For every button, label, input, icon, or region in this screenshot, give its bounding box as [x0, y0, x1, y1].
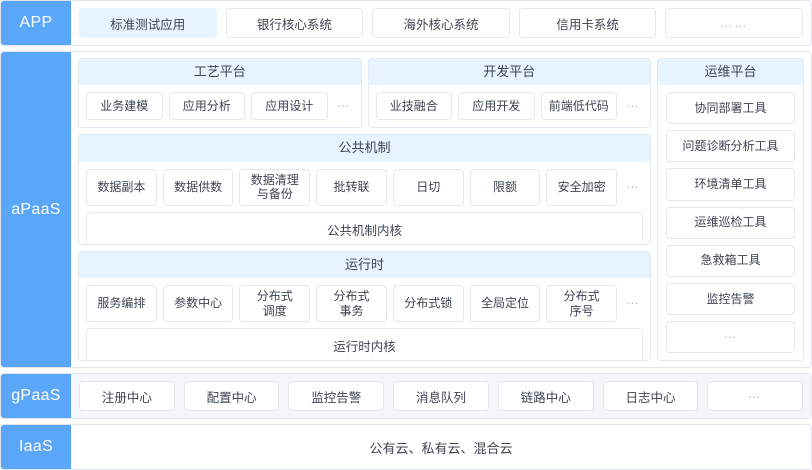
common-item-security-encryption[interactable]: 安全加密	[546, 168, 618, 206]
app-item-credit-card[interactable]: 信用卡系统	[518, 8, 657, 38]
iaas-cloud-types-text: 公有云、私有云、混合云	[369, 440, 513, 456]
common-item-quota[interactable]: 限额	[469, 168, 541, 206]
ops-item-problem-diagnosis-tool[interactable]: 问题诊断分析工具	[666, 130, 795, 163]
runtime-chip-line: 服务编排 参数中心 分布式 调度 分布式 事务 分布式锁 全局定位 分布式 序号…	[86, 284, 644, 323]
panel-body-dev-platform: 业技融合 应用开发 前端低代码 ⋯	[369, 85, 651, 127]
apaas-columns: 工艺平台 业务建模 应用分析 应用设计 ⋯ 开发平台 业技融合	[78, 58, 804, 362]
panel-runtime: 运行时 服务编排 参数中心 分布式 调度 分布式 事务 分布式锁 全局定位 分布…	[78, 250, 651, 362]
panel-ops-platform: 运维平台 协同部署工具 问题诊断分析工具 环境清单工具 运维巡检工具 急救箱工具…	[657, 58, 804, 361]
runtime-item-parameter-center[interactable]: 参数中心	[162, 284, 234, 323]
tier-label-iaas: IaaS	[1, 425, 71, 469]
gpaas-item-log-center[interactable]: 日志中心	[602, 381, 699, 411]
panel-body-craft-platform: 业务建模 应用分析 应用设计 ⋯	[79, 85, 361, 127]
panel-craft-platform: 工艺平台 业务建模 应用分析 应用设计 ⋯	[78, 58, 362, 129]
common-mechanism-chip-line: 数据副本 数据供数 数据清理 与备份 批转联 日切 限额 安全加密 ⋯	[86, 168, 644, 206]
tier-app: APP 标准测试应用 银行核心系统 海外核心系统 信用卡系统 ……	[0, 0, 812, 46]
tier-body-gpaas: 注册中心 配置中心 监控告警 消息队列 链路中心 日志中心 ⋯	[71, 374, 811, 418]
ops-item-first-aid-kit-tool[interactable]: 急救箱工具	[666, 244, 795, 277]
runtime-item-global-positioning[interactable]: 全局定位	[469, 284, 541, 323]
panel-body-common-mechanism: 数据副本 数据供数 数据清理 与备份 批转联 日切 限额 安全加密 ⋯ 公共机制…	[79, 162, 650, 244]
app-item-bank-core[interactable]: 银行核心系统	[225, 8, 364, 38]
app-item-more[interactable]: ……	[665, 8, 803, 38]
tier-body-apaas: 工艺平台 业务建模 应用分析 应用设计 ⋯ 开发平台 业技融合	[71, 52, 811, 367]
craft-item-app-design[interactable]: 应用设计	[251, 92, 328, 121]
ops-item-environment-inventory-tool[interactable]: 环境清单工具	[666, 168, 795, 201]
panel-dev-platform: 开发平台 业技融合 应用开发 前端低代码 ⋯	[367, 58, 651, 129]
ops-item-collaborative-deploy-tool[interactable]: 协同部署工具	[666, 92, 795, 125]
runtime-item-service-orchestration[interactable]: 服务编排	[86, 284, 157, 323]
platform-row-top: 工艺平台 业务建模 应用分析 应用设计 ⋯ 开发平台 业技融合	[78, 58, 651, 129]
common-item-batch-transfer[interactable]: 批转联	[316, 168, 387, 206]
runtime-kernel-bar[interactable]: 运行时内核	[86, 328, 643, 361]
common-mechanism-kernel-bar[interactable]: 公共机制内核	[86, 211, 643, 244]
ops-item-monitoring-alarm[interactable]: 监控告警	[666, 282, 795, 315]
panel-title-common-mechanism: 公共机制	[79, 135, 650, 162]
panel-title-craft-platform: 工艺平台	[79, 59, 361, 86]
tier-label-gpaas: gPaaS	[1, 374, 71, 418]
common-item-day-cut[interactable]: 日切	[392, 168, 464, 206]
ops-item-inspection-tool[interactable]: 运维巡检工具	[666, 206, 795, 239]
dev-item-frontend-lowcode[interactable]: 前端低代码	[540, 92, 617, 121]
app-item-overseas-core[interactable]: 海外核心系统	[372, 8, 510, 38]
panel-title-ops-platform: 运维平台	[658, 59, 803, 86]
common-item-data-supply[interactable]: 数据供数	[162, 168, 234, 206]
craft-item-more[interactable]: ⋯	[333, 92, 354, 121]
panel-title-runtime: 运行时	[79, 251, 650, 278]
panel-title-dev-platform: 开发平台	[368, 59, 650, 86]
panel-body-runtime: 服务编排 参数中心 分布式 调度 分布式 事务 分布式锁 全局定位 分布式 序号…	[79, 278, 650, 361]
panel-body-ops-platform: 协同部署工具 问题诊断分析工具 环境清单工具 运维巡检工具 急救箱工具 监控告警…	[658, 85, 803, 360]
panel-common-mechanism: 公共机制 数据副本 数据供数 数据清理 与备份 批转联 日切 限额 安全加密 ⋯	[78, 134, 651, 245]
gpaas-item-more[interactable]: ⋯	[707, 381, 804, 411]
gpaas-item-message-queue[interactable]: 消息队列	[393, 381, 489, 411]
craft-item-business-modeling[interactable]: 业务建模	[86, 92, 163, 121]
runtime-item-distributed-lock[interactable]: 分布式锁	[392, 284, 464, 323]
runtime-item-distributed-sequence[interactable]: 分布式 序号	[546, 284, 618, 323]
craft-item-app-analysis[interactable]: 应用分析	[168, 92, 245, 121]
runtime-item-more[interactable]: ⋯	[623, 284, 644, 323]
app-item-standard-test[interactable]: 标准测试应用	[79, 8, 217, 38]
runtime-item-distributed-scheduling[interactable]: 分布式 调度	[239, 284, 311, 323]
common-item-more[interactable]: ⋯	[623, 168, 644, 206]
tier-apaas: aPaaS 工艺平台 业务建模 应用分析 应用设计 ⋯	[0, 51, 812, 368]
gpaas-item-config-center[interactable]: 配置中心	[183, 381, 280, 411]
tier-iaas: IaaS 公有云、私有云、混合云	[0, 424, 812, 470]
tier-body-iaas: 公有云、私有云、混合云	[71, 425, 811, 469]
dev-item-app-development[interactable]: 应用开发	[458, 92, 535, 121]
gpaas-item-monitoring-alarm[interactable]: 监控告警	[288, 381, 385, 411]
tier-label-app: APP	[1, 1, 71, 45]
common-item-data-clean-backup[interactable]: 数据清理 与备份	[239, 168, 311, 206]
gpaas-item-trace-center[interactable]: 链路中心	[497, 381, 594, 411]
tier-body-app: 标准测试应用 银行核心系统 海外核心系统 信用卡系统 ……	[71, 1, 811, 45]
dev-item-biz-tech-fusion[interactable]: 业技融合	[375, 92, 452, 121]
runtime-item-distributed-transaction[interactable]: 分布式 事务	[316, 284, 387, 323]
tier-label-apaas: aPaaS	[1, 52, 71, 367]
common-item-data-replica[interactable]: 数据副本	[86, 168, 157, 206]
dev-item-more[interactable]: ⋯	[623, 92, 643, 121]
gpaas-item-registry-center[interactable]: 注册中心	[79, 381, 175, 411]
apaas-left-column: 工艺平台 业务建模 应用分析 应用设计 ⋯ 开发平台 业技融合	[78, 58, 651, 362]
ops-item-more[interactable]: ⋯	[666, 320, 795, 353]
tier-gpaas: gPaaS 注册中心 配置中心 监控告警 消息队列 链路中心 日志中心 ⋯	[0, 373, 812, 419]
